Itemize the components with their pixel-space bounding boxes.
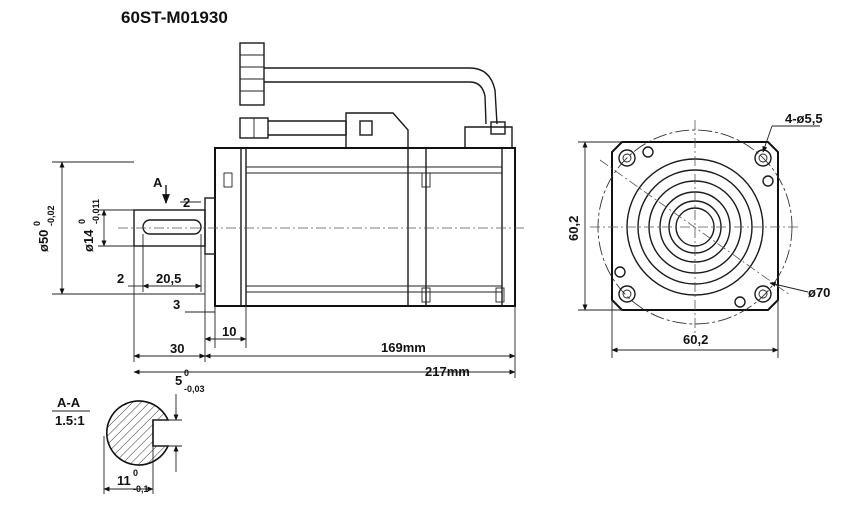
svg-text:-0,1: -0,1 xyxy=(133,484,149,494)
svg-text:5: 5 xyxy=(175,373,182,388)
side-view: A ø50 0 -0,02 ø14 0 -0,011 2 2 20,5 xyxy=(32,42,525,379)
svg-text:0: 0 xyxy=(133,468,138,478)
svg-text:-0,011: -0,011 xyxy=(91,199,101,224)
flange-height-dim: 60,2 xyxy=(566,216,581,241)
key-slot xyxy=(142,219,202,235)
encoder-gland xyxy=(464,126,513,148)
key-offset-dim: 2 xyxy=(117,271,124,286)
svg-text:ø14: ø14 xyxy=(81,229,96,252)
pcd-dim: ø70 xyxy=(808,285,830,300)
step-3-dim: 3 xyxy=(173,297,180,312)
section-view: A-A 1.5:1 5 0 -0,03 11 0 -0,1 xyxy=(52,368,205,494)
key-length-dim: 20,5 xyxy=(156,271,181,286)
shaft-diameter-dim: ø14 0 -0,011 xyxy=(77,199,101,252)
shaft-section xyxy=(106,400,170,466)
svg-text:0: 0 xyxy=(184,368,189,378)
svg-text:ø50: ø50 xyxy=(36,230,51,252)
drawing-title: 60ST-M01930 xyxy=(121,8,228,27)
body-length-dim: 169mm xyxy=(381,340,426,355)
svg-text:0: 0 xyxy=(77,219,87,224)
key-depth-dim: 11 0 -0,1 xyxy=(117,468,149,494)
section-scale: 1.5:1 xyxy=(55,413,85,428)
total-length-dim: 217mm xyxy=(425,364,470,379)
svg-text:-0,02: -0,02 xyxy=(46,205,56,226)
flange-outline xyxy=(611,141,779,311)
pilot-boss xyxy=(204,197,216,255)
svg-text:0: 0 xyxy=(32,221,42,226)
mount-hole-bl xyxy=(618,285,636,303)
svg-text:-0,03: -0,03 xyxy=(184,384,205,394)
power-cable xyxy=(268,120,347,136)
holes-dim: 4-ø5,5 xyxy=(785,111,823,126)
encoder-cable xyxy=(264,67,498,125)
svg-text:11: 11 xyxy=(117,473,131,488)
motor-body xyxy=(214,147,516,307)
pilot-length-dim: 10 xyxy=(222,324,236,339)
key-gap-top-dim: 2 xyxy=(183,195,190,210)
encoder-connector xyxy=(239,42,265,106)
key-width-dim: 5 0 -0,03 xyxy=(175,368,205,394)
section-name: A-A xyxy=(57,395,81,410)
flange-offset-dim: 30 xyxy=(170,341,184,356)
mount-hole-br xyxy=(754,285,772,303)
section-marker: A xyxy=(153,175,163,190)
front-view: 4-ø5,5 ø70 60,2 60,2 xyxy=(566,111,830,358)
mount-hole-tl xyxy=(618,149,636,167)
cable-gland xyxy=(345,112,409,149)
flange-width-dim: 60,2 xyxy=(683,332,708,347)
pilot-diameter-dim: ø50 0 -0,02 xyxy=(32,205,56,252)
